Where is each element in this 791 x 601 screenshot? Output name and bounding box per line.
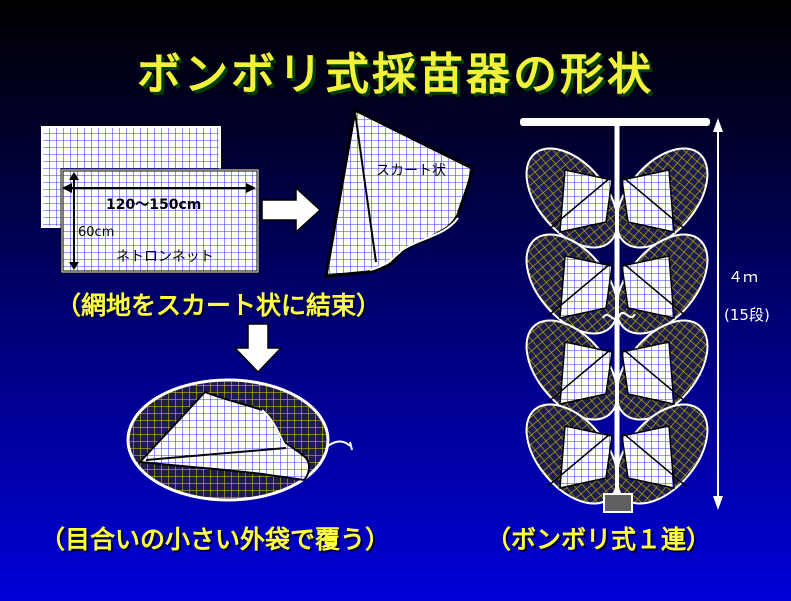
caption-right: （ボンボリ式１連） — [486, 525, 712, 554]
hanging-bar — [520, 118, 710, 126]
height-label: 60cm — [78, 225, 115, 240]
collector-stage-3 — [525, 319, 709, 421]
caption-step1: （網地をスカート状に結束） — [56, 291, 382, 320]
width-dimension-arrow — [62, 183, 256, 193]
arrow-right-icon — [261, 186, 322, 234]
width-label: 120～150cm — [106, 197, 202, 213]
arrow-down-icon — [233, 323, 283, 374]
omission-symbol — [602, 311, 636, 321]
height-dimension-arrow — [69, 172, 79, 270]
weight-sinker — [603, 493, 633, 513]
collector-stage-4 — [525, 403, 709, 505]
length-arrow — [713, 118, 723, 510]
skirt-net-shape — [324, 107, 474, 278]
collector-stage-1 — [525, 147, 709, 249]
length-label: ４ｍ — [728, 268, 759, 286]
collector-stage-2 — [525, 233, 709, 335]
net-label: ネトロンネット — [116, 249, 214, 265]
stages-label: (15段) — [724, 306, 770, 324]
caption-step2: （目合いの小さい外袋で覆う） — [40, 525, 391, 554]
outer-bag-diagram — [126, 378, 353, 502]
page-title: ボンボリ式採苗器の形状 — [137, 49, 654, 100]
skirt-label: スカート状 — [376, 163, 446, 179]
